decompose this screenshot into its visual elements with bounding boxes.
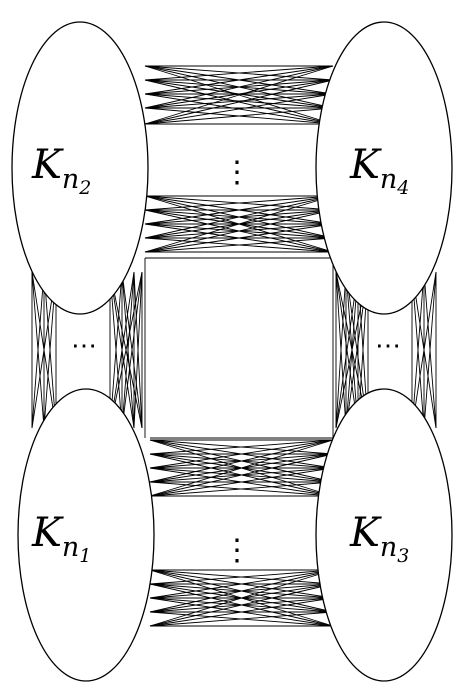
edge-n2-n4 (144, 65, 334, 81)
edge-n3-n4 (423, 271, 437, 429)
edge-n2-n4 (144, 79, 334, 109)
clique-node-n1 (17, 388, 155, 682)
edge-n2-n4 (144, 195, 334, 239)
label-k-n3: Kn3 (349, 510, 409, 567)
label-k-n1: Kn1 (31, 510, 91, 567)
edge-n1-n3 (149, 467, 334, 497)
edge-n1-n3 (149, 481, 334, 497)
edge-n1-n3 (149, 439, 334, 483)
edge-n1-n3 (149, 569, 334, 585)
edge-n3-n4 (411, 271, 437, 429)
inner-square-edges (144, 257, 334, 439)
edge-n2-n4 (144, 65, 334, 109)
edge-n1-n2 (31, 271, 45, 429)
edge-n2-n4 (144, 65, 334, 125)
edge-n1-n3 (149, 439, 334, 455)
edge-bundle-n1-n3 (149, 439, 334, 627)
edge-n3-n4 (411, 271, 425, 429)
horizontal-ellipsis-left: ⋯ (71, 331, 97, 361)
edge-n1-n3 (149, 439, 334, 469)
edge-n2-n4 (144, 107, 334, 125)
label-k-n2: Kn2 (31, 142, 91, 199)
edge-n1-n2 (109, 271, 143, 429)
clique-node-n2 (11, 21, 149, 315)
edge-n1-n3 (149, 597, 334, 627)
edge-n1-n3 (149, 611, 334, 627)
edge-n2-n4 (144, 195, 334, 225)
edge-n1-n3 (149, 569, 334, 627)
edge-n2-n4 (144, 237, 334, 253)
edge-n1-n3 (149, 439, 334, 497)
edge-bundle-n1-n2 (31, 271, 143, 429)
edge-n3-n4 (335, 271, 347, 429)
edge-n2-n4 (144, 79, 334, 125)
edge-n1-n2 (121, 271, 143, 429)
edge-bundle-n2-n4 (144, 65, 334, 253)
vertical-ellipsis-bottom: ⋮ (222, 533, 252, 568)
edge-n2-n4 (144, 93, 334, 125)
clique-node-n4 (315, 21, 453, 315)
edge-n2-n4 (144, 195, 334, 211)
edge-n1-n2 (133, 271, 143, 429)
edge-n2-n4 (144, 195, 334, 253)
edge-n2-n4 (144, 93, 334, 109)
vertical-ellipsis-top: ⋮ (222, 155, 252, 190)
edge-n1-n3 (149, 453, 334, 497)
label-k-n4: Kn4 (349, 142, 409, 199)
clique-node-n3 (315, 388, 453, 682)
edge-n1-n3 (149, 583, 334, 627)
edge-n1-n3 (149, 569, 334, 613)
edge-n1-n2 (121, 271, 135, 429)
edge-n2-n4 (144, 65, 334, 95)
edge-n2-n4 (144, 223, 334, 253)
edge-n2-n4 (144, 209, 334, 253)
horizontal-ellipsis-right: ⋯ (375, 331, 401, 361)
edge-n1-n3 (149, 569, 334, 599)
